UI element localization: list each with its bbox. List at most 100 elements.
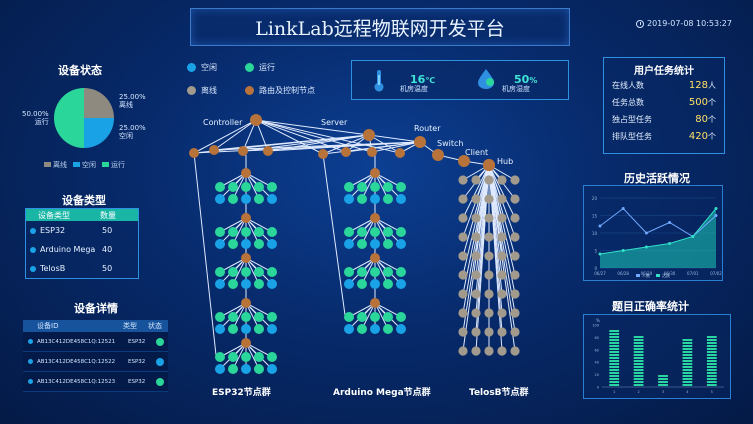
device-node[interactable] bbox=[370, 267, 380, 277]
telosb-node[interactable] bbox=[484, 175, 494, 185]
device-node[interactable] bbox=[357, 194, 367, 204]
device-node[interactable] bbox=[267, 279, 277, 289]
telosb-node[interactable] bbox=[471, 270, 481, 280]
device-node[interactable] bbox=[228, 267, 238, 277]
telosb-node[interactable] bbox=[484, 346, 494, 356]
device-node[interactable] bbox=[370, 239, 380, 249]
hub-node[interactable] bbox=[483, 159, 495, 171]
telosb-node[interactable] bbox=[497, 270, 507, 280]
device-node[interactable] bbox=[267, 267, 277, 277]
device-node[interactable] bbox=[228, 279, 238, 289]
device-node[interactable] bbox=[396, 227, 406, 237]
device-node[interactable] bbox=[267, 194, 277, 204]
device-node[interactable] bbox=[228, 227, 238, 237]
device-node[interactable] bbox=[267, 312, 277, 322]
device-node[interactable] bbox=[396, 239, 406, 249]
device-node[interactable] bbox=[254, 227, 264, 237]
device-node[interactable] bbox=[357, 279, 367, 289]
device-node[interactable] bbox=[215, 267, 225, 277]
device-node[interactable] bbox=[254, 324, 264, 334]
telosb-node[interactable] bbox=[484, 327, 494, 337]
telosb-node[interactable] bbox=[458, 327, 468, 337]
router-node[interactable] bbox=[367, 147, 377, 157]
telosb-node[interactable] bbox=[510, 270, 520, 280]
device-node[interactable] bbox=[254, 364, 264, 374]
device-node[interactable] bbox=[383, 279, 393, 289]
cluster-router-node[interactable] bbox=[370, 253, 380, 263]
device-type-row[interactable]: Arduino Mega 40 bbox=[26, 240, 138, 259]
router-node[interactable] bbox=[189, 148, 199, 158]
device-node[interactable] bbox=[344, 182, 354, 192]
device-node[interactable] bbox=[215, 312, 225, 322]
device-node[interactable] bbox=[344, 324, 354, 334]
device-node[interactable] bbox=[396, 182, 406, 192]
device-node[interactable] bbox=[254, 239, 264, 249]
device-node[interactable] bbox=[396, 194, 406, 204]
device-node[interactable] bbox=[215, 239, 225, 249]
device-node[interactable] bbox=[241, 239, 251, 249]
device-detail-row[interactable]: AB13C412DE458C1Q:12523 ESP32 bbox=[23, 372, 168, 392]
device-node[interactable] bbox=[254, 279, 264, 289]
telosb-node[interactable] bbox=[510, 308, 520, 318]
telosb-node[interactable] bbox=[497, 308, 507, 318]
telosb-node[interactable] bbox=[510, 289, 520, 299]
telosb-node[interactable] bbox=[458, 346, 468, 356]
device-node[interactable] bbox=[344, 227, 354, 237]
device-node[interactable] bbox=[241, 364, 251, 374]
device-node[interactable] bbox=[396, 279, 406, 289]
device-node[interactable] bbox=[344, 312, 354, 322]
device-node[interactable] bbox=[267, 324, 277, 334]
device-node[interactable] bbox=[357, 239, 367, 249]
cluster-router-node[interactable] bbox=[241, 298, 251, 308]
telosb-node[interactable] bbox=[471, 251, 481, 261]
device-node[interactable] bbox=[370, 324, 380, 334]
telosb-node[interactable] bbox=[471, 213, 481, 223]
telosb-node[interactable] bbox=[484, 308, 494, 318]
device-node[interactable] bbox=[215, 364, 225, 374]
device-node[interactable] bbox=[357, 267, 367, 277]
telosb-node[interactable] bbox=[484, 251, 494, 261]
device-node[interactable] bbox=[267, 352, 277, 362]
telosb-node[interactable] bbox=[458, 232, 468, 242]
device-node[interactable] bbox=[344, 194, 354, 204]
router-node[interactable] bbox=[341, 147, 351, 157]
device-node[interactable] bbox=[370, 194, 380, 204]
device-node[interactable] bbox=[215, 324, 225, 334]
device-node[interactable] bbox=[228, 352, 238, 362]
device-node[interactable] bbox=[228, 182, 238, 192]
telosb-node[interactable] bbox=[471, 194, 481, 204]
device-detail-row[interactable]: AB13C412DE458C1Q:12521 ESP32 bbox=[23, 332, 168, 352]
telosb-node[interactable] bbox=[484, 270, 494, 280]
telosb-node[interactable] bbox=[497, 213, 507, 223]
device-node[interactable] bbox=[396, 312, 406, 322]
telosb-node[interactable] bbox=[510, 346, 520, 356]
core-router-node[interactable] bbox=[363, 129, 375, 141]
device-node[interactable] bbox=[228, 324, 238, 334]
telosb-node[interactable] bbox=[510, 213, 520, 223]
device-node[interactable] bbox=[241, 182, 251, 192]
device-node[interactable] bbox=[254, 352, 264, 362]
cluster-router-node[interactable] bbox=[241, 213, 251, 223]
telosb-node[interactable] bbox=[458, 251, 468, 261]
device-node[interactable] bbox=[383, 312, 393, 322]
device-node[interactable] bbox=[267, 182, 277, 192]
cluster-router-node[interactable] bbox=[370, 168, 380, 178]
telosb-node[interactable] bbox=[471, 308, 481, 318]
telosb-node[interactable] bbox=[458, 308, 468, 318]
device-node[interactable] bbox=[241, 352, 251, 362]
telosb-node[interactable] bbox=[471, 289, 481, 299]
cluster-router-node[interactable] bbox=[370, 213, 380, 223]
telosb-node[interactable] bbox=[497, 327, 507, 337]
telosb-node[interactable] bbox=[510, 232, 520, 242]
device-node[interactable] bbox=[383, 194, 393, 204]
device-node[interactable] bbox=[383, 267, 393, 277]
router-node[interactable] bbox=[209, 145, 219, 155]
device-node[interactable] bbox=[357, 324, 367, 334]
device-node[interactable] bbox=[228, 364, 238, 374]
telosb-node[interactable] bbox=[471, 175, 481, 185]
device-node[interactable] bbox=[383, 324, 393, 334]
telosb-node[interactable] bbox=[497, 289, 507, 299]
telosb-node[interactable] bbox=[484, 194, 494, 204]
device-node[interactable] bbox=[215, 194, 225, 204]
telosb-node[interactable] bbox=[510, 327, 520, 337]
